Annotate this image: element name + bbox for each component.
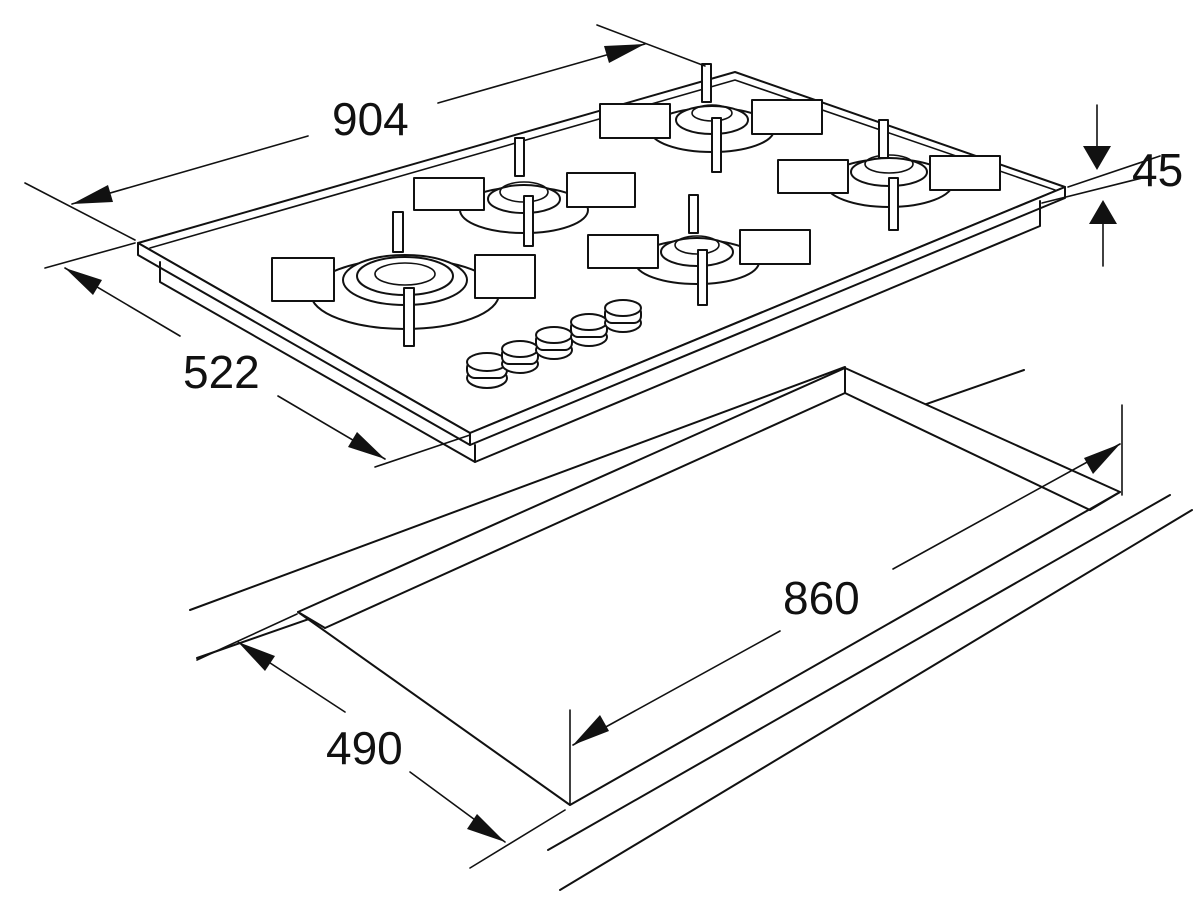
- knob-2: [501, 340, 539, 374]
- knob-5: [604, 299, 642, 333]
- depth-label: 522: [183, 346, 260, 398]
- burner-back-center: [599, 63, 823, 173]
- burner-back-left: [413, 137, 636, 247]
- burner-right: [777, 119, 1001, 231]
- width-label: 904: [332, 93, 409, 145]
- control-knobs: [466, 299, 642, 389]
- knob-4: [570, 313, 608, 347]
- dimension-cutout-depth: 490: [196, 613, 566, 869]
- burner-large-left: [271, 211, 536, 347]
- knob-1: [466, 352, 508, 389]
- cutout-width-label: 860: [783, 572, 860, 624]
- dimension-depth: 522: [44, 242, 471, 468]
- cutout-depth-label: 490: [326, 722, 403, 774]
- knob-3: [535, 326, 573, 360]
- height-label: 45: [1132, 144, 1183, 196]
- dimension-width: 904: [24, 24, 706, 241]
- dimension-height: 45: [1041, 104, 1183, 267]
- burner-front-center: [587, 194, 811, 306]
- cutout-opening: [297, 367, 1121, 806]
- dimension-cutout-width: 860: [569, 404, 1123, 806]
